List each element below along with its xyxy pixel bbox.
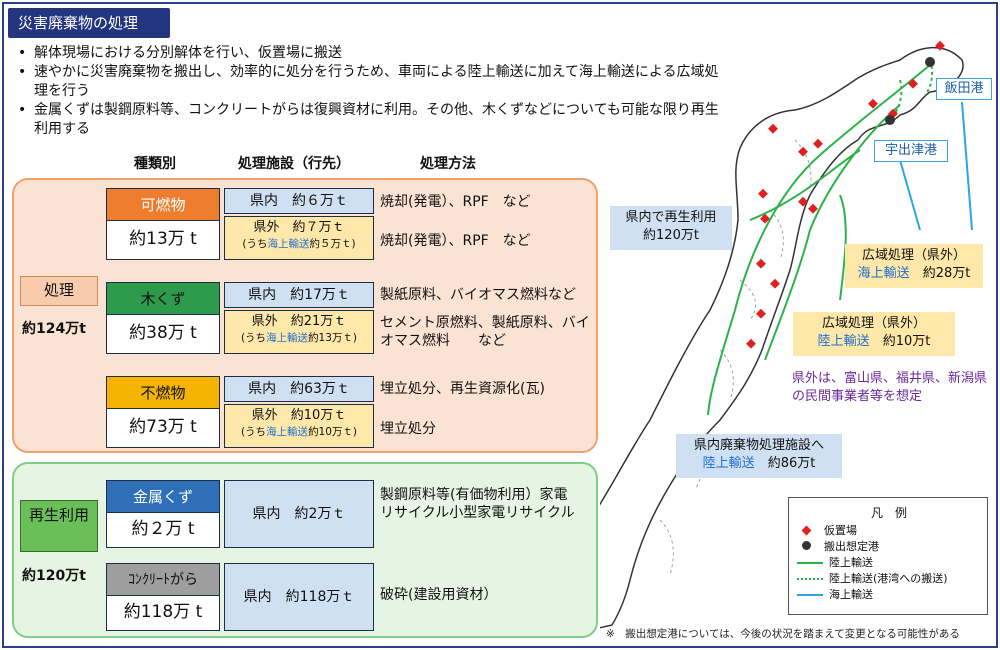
- legend-title: 凡 例: [870, 506, 907, 520]
- port-ushitsu: 宇出津港: [874, 140, 948, 162]
- bullet-item: 速やかに災害廃棄物を搬出し、効率的に処分を行うため、車両による陸上輸送に加えて海…: [14, 63, 724, 101]
- box-amount: 約10万t: [882, 334, 931, 349]
- facility-out-suffix: 約５万ｔ): [309, 238, 356, 250]
- header-facility: 処理施設（行先）: [238, 156, 350, 172]
- treatment-label: 処理: [20, 276, 98, 306]
- category-name: 木くず: [107, 283, 219, 315]
- category-name: 可燃物: [107, 189, 219, 221]
- category-name: 金属くず: [107, 481, 219, 513]
- map-box-wide-land: 広域処理（県外） 陸上輸送 約10万t: [793, 312, 955, 356]
- box-amount: 約86万t: [767, 456, 816, 471]
- legend-label: 仮置場: [824, 524, 857, 537]
- sea-transport-label: 海上輸送: [266, 332, 309, 344]
- bullet-list: 解体現場における分別解体を行い、仮置場に搬送 速やかに災害廃棄物を搬出し、効率的…: [14, 44, 724, 139]
- facility-out-main: 県外 約７万ｔ: [253, 220, 345, 235]
- box-line1: 県内で再生利用: [625, 210, 717, 225]
- legend-sea: 海上輸送: [797, 588, 873, 602]
- legend-port: 搬出想定港: [797, 540, 879, 554]
- land-routes: [707, 64, 931, 416]
- facility-in: 県内 約17万ｔ: [224, 282, 374, 308]
- sea-transport-label: 海上輸送: [267, 238, 310, 250]
- facility-out-prefix: (うち: [240, 426, 267, 438]
- facility-in: 県内 約６万ｔ: [224, 188, 374, 214]
- facility-out: 県外 約21万ｔ (うち海上輸送約13万ｔ): [224, 310, 374, 354]
- recycle-total: 約120万t: [22, 568, 86, 584]
- category-noncombustible: 不燃物 約73万 t: [106, 376, 220, 448]
- land-routes-to-port: [889, 59, 934, 121]
- box-line1: 広域処理（県外）: [821, 316, 926, 331]
- port-iida: 飯田港: [936, 78, 992, 100]
- box-line1: 広域処理（県外）: [861, 248, 966, 263]
- category-name: ｺﾝｸﾘｰﾄがら: [107, 564, 219, 596]
- facility-in: 県内 約118万ｔ: [224, 563, 374, 631]
- facility-out-suffix: 約10万ｔ): [308, 426, 358, 438]
- method-out: 焼却(発電）、RPF など: [380, 233, 531, 249]
- category-amount: 約118万 t: [123, 602, 203, 622]
- category-metal: 金属くず 約２万 t: [106, 480, 220, 548]
- header-method: 処理方法: [420, 156, 476, 172]
- municipal-borders: [659, 139, 812, 576]
- bullet-item: 金属くずは製鋼原料等、コンクリートがらは復興資材に利用。その他、木くずなどについ…: [14, 101, 724, 139]
- treatment-total: 約124万t: [22, 321, 86, 337]
- bullet-item: 解体現場における分別解体を行い、仮置場に搬送: [14, 44, 724, 63]
- legend-label: 海上輸送: [829, 588, 873, 601]
- category-amount: 約38万 t: [129, 323, 197, 343]
- box-amount: 約28万t: [922, 266, 971, 281]
- map-box-in-pref-facility: 県内廃棄物処理施設へ 陸上輸送 約86万t: [676, 434, 842, 478]
- green-arrow-icon: [797, 562, 823, 564]
- category-combustible: 可燃物 約13万 t: [106, 188, 220, 260]
- box-mode: 海上輸送: [857, 266, 910, 281]
- facility-out-suffix: 約13万ｔ): [308, 332, 358, 344]
- method-in: 焼却(発電）、RPF など: [380, 194, 531, 210]
- method-in: 埋立処分、再生資源化(瓦): [380, 381, 545, 397]
- map-box-wide-sea: 広域処理（県外） 海上輸送 約28万t: [845, 244, 983, 288]
- port-markers: [885, 57, 935, 125]
- facility-out: 県外 約10万ｔ (うち海上輸送約10万ｔ): [224, 404, 374, 448]
- box-mode: 陸上輸送: [702, 456, 755, 471]
- box-line1: 県内廃棄物処理施設へ: [693, 438, 824, 453]
- facility-out: 県外 約７万ｔ (うち海上輸送約５万ｔ): [224, 216, 374, 260]
- category-name: 不燃物: [107, 377, 219, 409]
- facility-out-prefix: (うち: [242, 238, 268, 250]
- method-in: 製鋼原料等(有価物利用）家電リサイクル小型家電リサイクル: [380, 487, 575, 521]
- method-out: セメント原燃料、製紙原料、バイオマス燃料 など: [380, 315, 590, 349]
- legend-label: 搬出想定港: [824, 540, 879, 553]
- out-pref-note: 県外は、富山県、福井県、新潟県の民間事業者等を想定: [792, 371, 988, 404]
- facility-out-main: 県外 約10万ｔ: [251, 408, 347, 423]
- category-amount: 約73万 t: [129, 417, 197, 437]
- legend-land: 陸上輸送: [797, 556, 873, 570]
- map-box-in-pref-recycle: 県内で再生利用 約120万t: [610, 206, 732, 250]
- method-in: 破砕(建設用資材）: [380, 587, 498, 603]
- legend-label: 陸上輸送(港湾への搬送): [829, 572, 948, 585]
- facility-out-main: 県外 約21万ｔ: [251, 314, 347, 329]
- facility-in: 県内 約63万ｔ: [224, 376, 374, 402]
- category-wood: 木くず 約38万 t: [106, 282, 220, 354]
- footnote: ※ 搬出想定港については、今後の状況を踏まえて変更となる可能性がある: [606, 628, 960, 640]
- legend: 凡 例 仮置場 搬出想定港 陸上輸送 陸上輸送(港湾への搬送) 海上輸送: [788, 497, 988, 615]
- header-type: 種類別: [134, 156, 176, 172]
- method-in: 製紙原料、バイオマス燃料など: [380, 287, 576, 303]
- category-amount: 約13万 t: [129, 229, 197, 249]
- blue-arrow-icon: [797, 594, 823, 596]
- temporary-sites: [746, 40, 945, 349]
- facility-out-prefix: (うち: [240, 332, 267, 344]
- legend-label: 陸上輸送: [829, 556, 873, 569]
- facility-in: 県内 約2万ｔ: [224, 480, 374, 548]
- category-concrete: ｺﾝｸﾘｰﾄがら 約118万 t: [106, 563, 220, 631]
- method-out: 埋立処分: [380, 421, 436, 437]
- sea-transport-label: 海上輸送: [266, 426, 309, 438]
- green-dotted-arrow-icon: [797, 578, 823, 580]
- recycle-label: 再生利用: [20, 500, 98, 552]
- page-title: 災害廃棄物の処理: [8, 8, 170, 38]
- map-ishikawa: [600, 40, 973, 629]
- red-diamond-icon: [801, 525, 812, 536]
- category-amount: 約２万 t: [131, 519, 195, 539]
- sea-routes: [899, 101, 973, 231]
- legend-temporary-site: 仮置場: [797, 524, 857, 538]
- box-mode: 陸上輸送: [817, 334, 870, 349]
- anchor-icon: [802, 541, 811, 550]
- legend-land-port: 陸上輸送(港湾への搬送): [797, 572, 948, 586]
- box-line2: 約120万t: [643, 228, 699, 243]
